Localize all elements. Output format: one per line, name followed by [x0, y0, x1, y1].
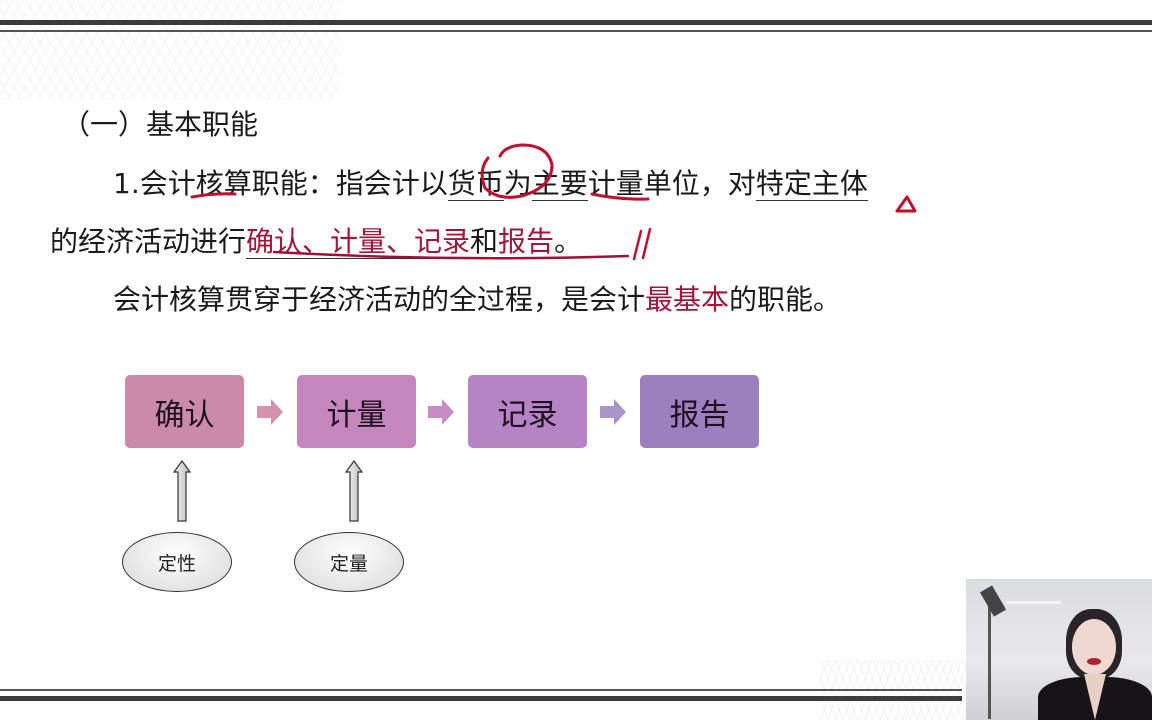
line3-prefix: 会计核算贯穿于经济活动的全过程，是会计: [113, 283, 646, 316]
quantitative-ellipse: 定量: [294, 532, 404, 592]
qualitative-ellipse: 定性: [122, 532, 232, 592]
section-heading: （一）基本职能: [62, 108, 259, 141]
flow-step-record: 记录: [468, 375, 587, 448]
top-rule-thin: [0, 30, 1152, 32]
lamp-head: [979, 585, 1007, 617]
line2-mid: 和: [470, 225, 499, 258]
definition-line-3: 会计核算贯穿于经济活动的全过程，是会计最基本的职能。: [113, 278, 841, 318]
up-arrow-icon: [345, 460, 363, 522]
keyword-baogao: 报告: [498, 225, 555, 259]
line3-suffix: 的职能。: [729, 283, 842, 316]
keyword-teding-zhuti: 特定主体: [755, 167, 868, 201]
flow-step-report: 报告: [640, 375, 759, 448]
presenter-webcam: [966, 579, 1152, 720]
keyword-steps: 确认、计量、记录: [246, 225, 471, 259]
right-arrow-icon: [257, 399, 283, 425]
bottom-rule-thin: [0, 689, 962, 691]
flow-step-measure: 计量: [297, 375, 416, 448]
decorative-pattern-top: [0, 0, 340, 100]
shelf: [1006, 601, 1061, 604]
definition-line-2: 的经济活动进行确认、计量、记录和报告。: [50, 220, 582, 260]
presenter-mouth: [1087, 658, 1101, 665]
top-rule-thick: [0, 20, 1152, 25]
presenter-face: [1072, 619, 1116, 675]
keyword-most-basic: 最基本: [645, 283, 730, 316]
definition-line-1: 1.会计核算职能：指会计以货币为主要计量单位，对特定主体: [113, 162, 868, 202]
right-arrow-icon: [600, 399, 626, 425]
keyword-zhuyao: 主要: [531, 167, 588, 201]
line1-mid2: 为: [503, 167, 532, 200]
line2-suffix: 。: [554, 225, 583, 258]
line2-prefix: 的经济活动进行: [50, 225, 247, 258]
keyword-huobi: 货币: [447, 167, 504, 201]
keyword-hesuan: 核算: [195, 167, 252, 200]
line1-mid3: 计量单位，对: [587, 167, 756, 200]
lamp-pole: [988, 589, 991, 719]
up-arrow-icon: [173, 460, 191, 522]
flow-step-confirm: 确认: [125, 375, 244, 448]
bottom-rule-thick: [0, 696, 962, 701]
line1-prefix: 1.会计: [113, 167, 196, 200]
right-arrow-icon: [428, 399, 454, 425]
line1-mid1: 职能：指会计以: [251, 167, 448, 200]
